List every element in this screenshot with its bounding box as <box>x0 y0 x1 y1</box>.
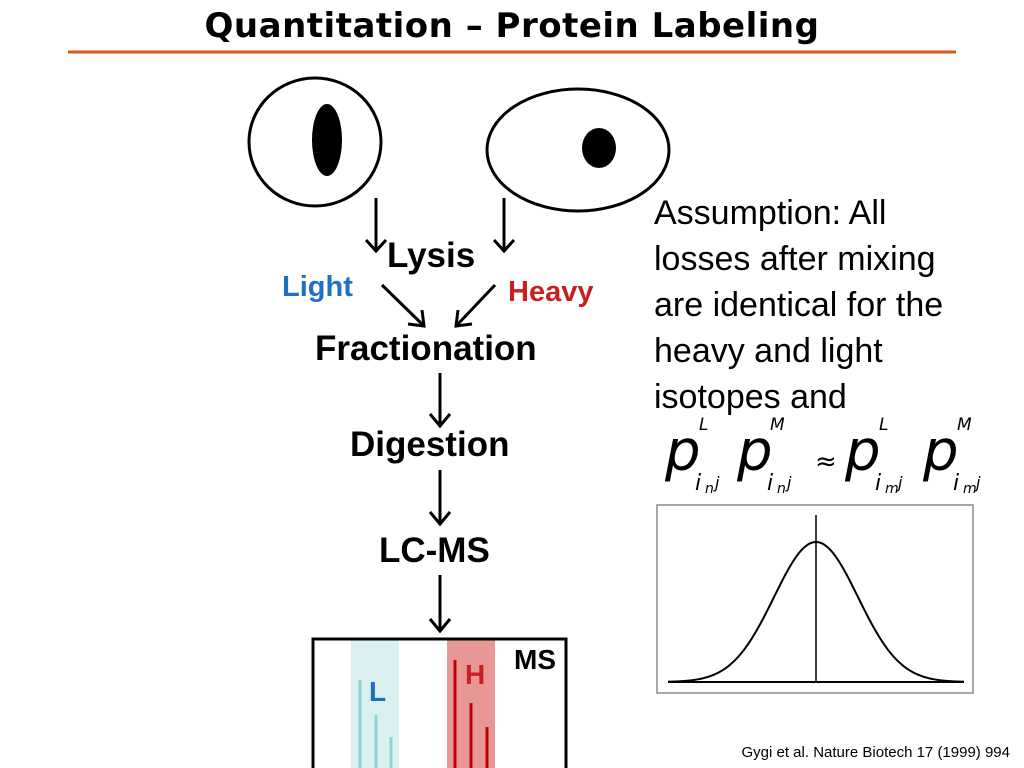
eq-sub: n <box>777 481 786 497</box>
arrow-light-down <box>364 198 388 254</box>
arrow-heavy-merge <box>454 283 497 328</box>
eq-sub: m <box>963 481 977 497</box>
eq-sup: L <box>699 415 709 435</box>
heavy-cell <box>485 87 671 213</box>
step-fractionation: Fractionation <box>315 329 537 368</box>
eq-sub: i <box>695 471 702 496</box>
ms-panel-tag: MS <box>514 644 556 675</box>
eq-term-p: p <box>737 419 773 484</box>
eq-sup: M <box>957 415 972 435</box>
eq-sub: i <box>875 471 882 496</box>
ms-heavy-letter: H <box>465 659 486 690</box>
eq-sup: L <box>879 415 889 435</box>
eq-sub: m <box>885 481 899 497</box>
eq-term-p: p <box>665 419 701 484</box>
gaussian-plot-frame <box>656 504 974 694</box>
eq-sub: j <box>715 473 720 492</box>
label-heavy: Heavy <box>508 276 594 308</box>
step-lysis: Lysis <box>387 236 476 275</box>
citation: Gygi et al. Nature Biotech 17 (1999) 994 <box>741 744 1011 761</box>
slide-title: Quantitation – Protein Labeling <box>204 6 820 46</box>
isotope-equation: p L i n j p M i n j ≈ p L i m j p M i m … <box>665 415 995 500</box>
eq-sub: n <box>705 481 714 497</box>
eq-term-p: p <box>845 419 881 484</box>
step-lcms: LC-MS <box>379 531 490 570</box>
eq-sub: i <box>767 471 774 496</box>
arrow-to-lcms <box>428 470 452 527</box>
eq-sub: i <box>953 471 960 496</box>
arrow-to-digestion <box>428 373 452 429</box>
arrow-light-merge <box>380 283 426 328</box>
step-digestion: Digestion <box>350 425 510 464</box>
eq-approx: ≈ <box>815 447 837 477</box>
light-cell-nucleus <box>312 104 342 176</box>
eq-sub: j <box>787 473 792 492</box>
heavy-cell-nucleus <box>582 128 616 168</box>
eq-term-p: p <box>923 419 959 484</box>
arrow-to-ms <box>428 575 452 634</box>
label-light: Light <box>282 271 353 303</box>
ms-panel-frame <box>311 637 568 768</box>
eq-sub: j <box>976 473 981 492</box>
gaussian-curve <box>667 540 965 683</box>
eq-sub: j <box>898 473 903 492</box>
assumption-text: Assumption: All losses after mixing are … <box>654 194 944 416</box>
arrow-heavy-down <box>492 198 516 254</box>
eq-sup: M <box>770 415 785 435</box>
ms-light-letter: L <box>369 676 387 707</box>
